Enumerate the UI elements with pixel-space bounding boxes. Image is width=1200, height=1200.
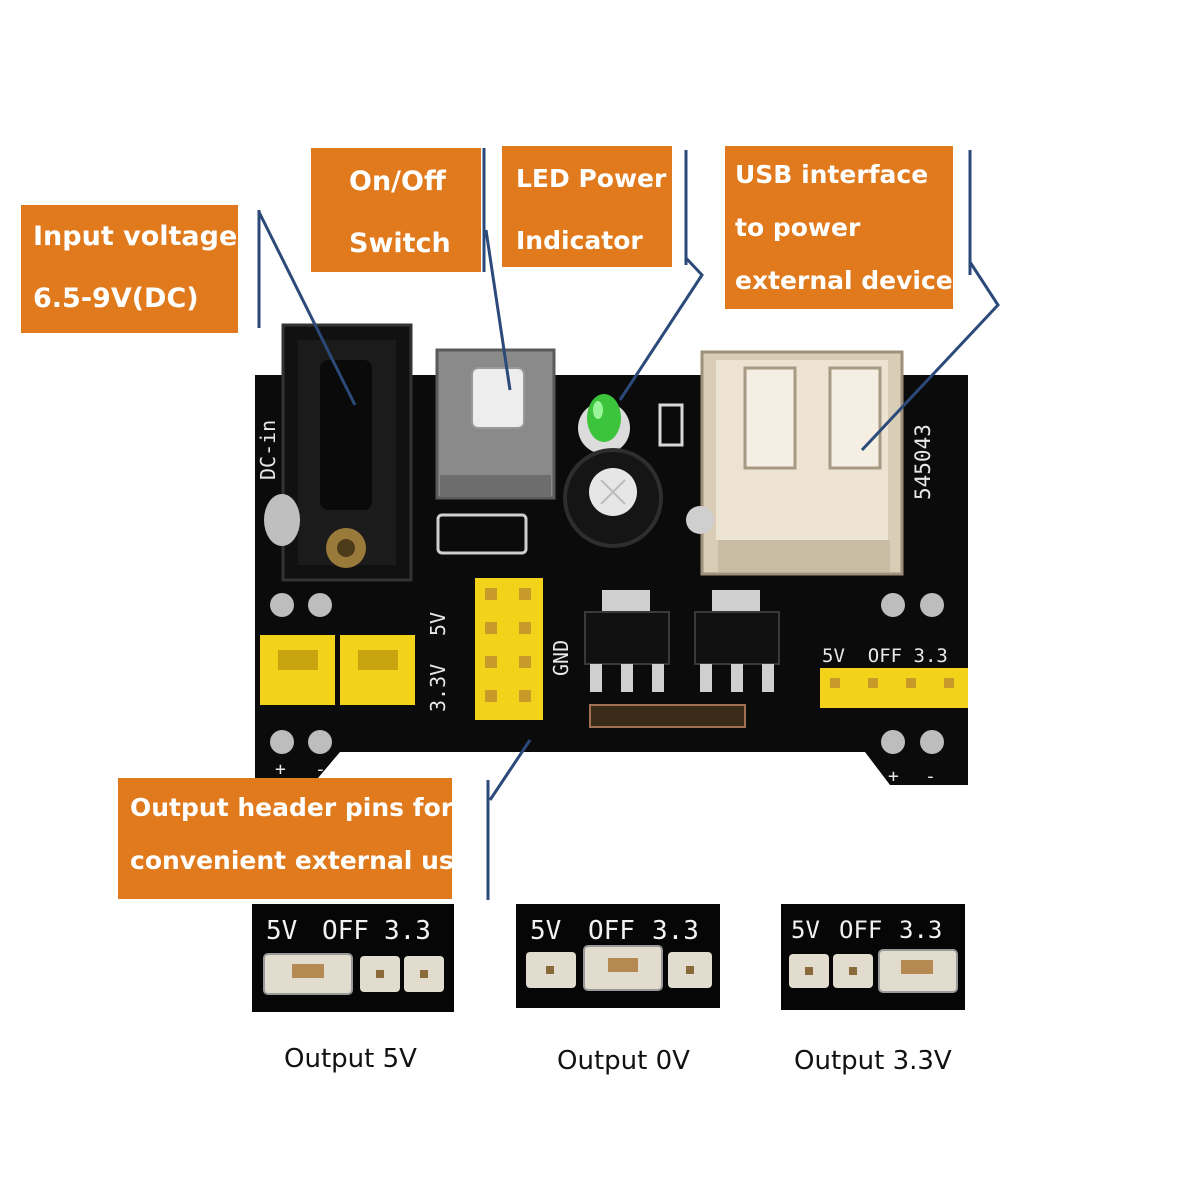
panel3-jumper-pins bbox=[789, 949, 958, 993]
panel3-label-5v: 5V bbox=[791, 916, 820, 944]
jumper-panel-3-3v: 5V OFF 3.3 bbox=[781, 904, 965, 1010]
callout-usb-line3: external device bbox=[735, 266, 953, 295]
callout-switch-line1: On/Off bbox=[349, 166, 446, 197]
callout-input-line2: 6.5-9V(DC) bbox=[33, 283, 199, 314]
usb-port bbox=[700, 350, 904, 576]
panel1-jumper-pins bbox=[263, 953, 444, 995]
panel2-label-5v: 5V bbox=[530, 916, 562, 946]
leader-input bbox=[257, 211, 357, 406]
usb-code: 545043 bbox=[911, 424, 935, 500]
panel1-label-3-3: 3.3 bbox=[384, 916, 431, 946]
callout-header-line2: convenient external use bbox=[130, 846, 471, 875]
left-minus: - bbox=[315, 759, 326, 780]
regulator-right bbox=[694, 590, 780, 692]
regulator-left bbox=[584, 590, 670, 692]
mount-hole bbox=[686, 506, 714, 534]
leader-header bbox=[488, 739, 532, 801]
callout-led-line1: LED Power bbox=[516, 164, 667, 193]
callout-led-line2: Indicator bbox=[516, 226, 643, 255]
callout-on-off-switch: On/Off Switch bbox=[311, 148, 481, 272]
panel1-label-off: OFF bbox=[322, 916, 369, 946]
panel2-label-3-3: 3.3 bbox=[652, 916, 699, 946]
leader-switch bbox=[484, 229, 512, 391]
caption-output-3-3v: Output 3.3V bbox=[794, 1046, 952, 1076]
panel3-label-off: OFF bbox=[839, 916, 883, 944]
callout-switch-line2: Switch bbox=[349, 228, 451, 259]
capacitor bbox=[563, 448, 663, 548]
label-gnd: GND bbox=[549, 640, 573, 676]
callout-usb-line2: to power bbox=[735, 213, 861, 242]
dc-jack bbox=[264, 323, 413, 582]
jumper-panel-0v: 5V OFF 3.3 bbox=[516, 904, 720, 1008]
diode bbox=[436, 513, 528, 555]
led-indicator bbox=[578, 394, 630, 454]
switch-body bbox=[435, 348, 556, 500]
left-plus: + bbox=[275, 759, 286, 780]
callout-header-line1: Output header pins for bbox=[130, 793, 454, 822]
label-3-3v: 3.3V bbox=[426, 664, 450, 712]
callout-usb-interface: USB interface to power external device bbox=[725, 146, 953, 309]
right-plus: + bbox=[888, 766, 899, 787]
label-5v: 5V bbox=[426, 612, 450, 636]
callout-led-indicator: LED Power Indicator bbox=[502, 146, 672, 267]
callout-usb-line1: USB interface bbox=[735, 160, 929, 189]
panel2-label-off: OFF bbox=[588, 916, 635, 946]
smd-row bbox=[589, 704, 746, 728]
left-rail bbox=[260, 593, 415, 754]
leader-usb bbox=[860, 261, 1000, 452]
leader-led bbox=[618, 256, 704, 401]
callout-input-voltage: Input voltage: 6.5-9V(DC) bbox=[21, 205, 248, 333]
panel2-jumper-pins bbox=[526, 945, 712, 991]
smd-resistor bbox=[658, 403, 684, 447]
center-header-pins bbox=[475, 578, 543, 720]
caption-output-5v: Output 5V bbox=[284, 1044, 417, 1074]
caption-output-0v: Output 0V bbox=[557, 1046, 690, 1076]
panel1-label-5v: 5V bbox=[266, 916, 298, 946]
callout-input-line1: Input voltage: bbox=[33, 221, 249, 252]
right-jumper-row-label: 5V OFF 3.3 bbox=[822, 645, 948, 667]
jumper-panel-5v: 5V OFF 3.3 bbox=[252, 904, 454, 1012]
right-minus: - bbox=[925, 766, 936, 787]
callout-output-header-pins: Output header pins for convenient extern… bbox=[118, 778, 471, 899]
right-rail bbox=[820, 593, 968, 754]
panel3-label-3-3: 3.3 bbox=[899, 916, 943, 944]
dc-in-label: DC-in bbox=[256, 420, 280, 480]
